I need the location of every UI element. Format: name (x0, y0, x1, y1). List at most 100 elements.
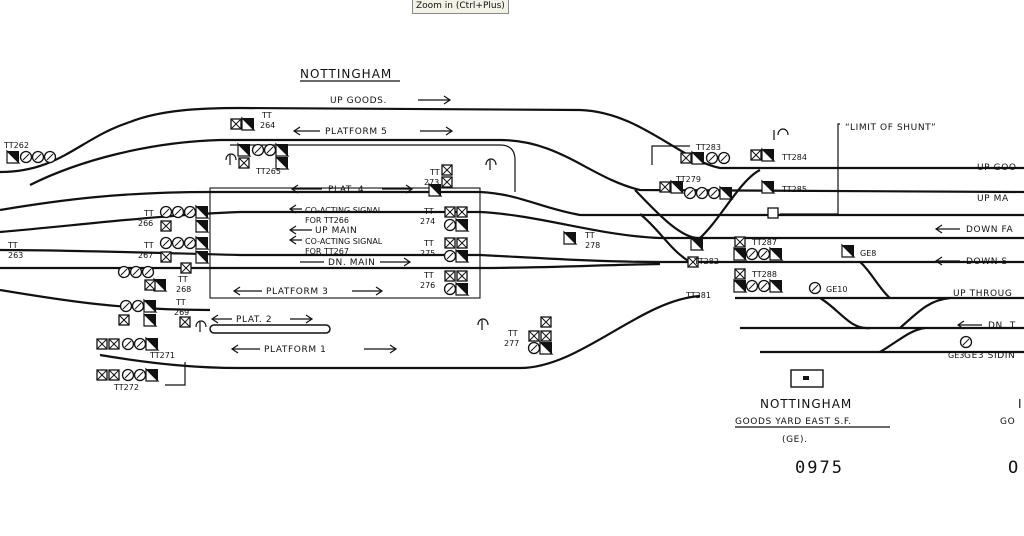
svg-text:TT281: TT281 (685, 291, 711, 300)
svg-text:TT285: TT285 (781, 185, 807, 194)
svg-text:TT: TT (143, 241, 154, 250)
track-platform-2 (0, 288, 211, 312)
signal-tt266: TT 266 (138, 205, 209, 233)
svg-text:TT283: TT283 (695, 143, 721, 152)
crossover-3 (699, 169, 761, 239)
svg-text:TT271: TT271 (149, 351, 175, 360)
label-up-goods: UP GOODS. (330, 96, 387, 106)
svg-text:TT: TT (261, 111, 272, 120)
signal-tt262: TT262 (3, 141, 57, 164)
signal-tt277: TT 277 (477, 316, 553, 355)
label-coacting-266-a: CO-ACTING SIGNAL (305, 206, 383, 215)
signal-tt268: TT 268 (117, 262, 192, 294)
crossover-2 (639, 213, 691, 263)
drawing-number: 0975 (795, 458, 844, 478)
signal-tt274: TT 274 (420, 206, 469, 232)
svg-text:263: 263 (8, 251, 23, 260)
signal-tt285: TT285 (761, 180, 807, 194)
svg-text:TT262: TT262 (3, 141, 29, 150)
svg-text:275: 275 (420, 249, 435, 258)
svg-text:TT284: TT284 (781, 153, 807, 162)
svg-text:276: 276 (420, 281, 435, 290)
svg-text:TT279: TT279 (675, 175, 701, 184)
svg-text:277: 277 (504, 339, 519, 348)
svg-text:TT: TT (143, 209, 154, 218)
label-right-up-through: UP THROUG (953, 289, 1012, 299)
svg-text:268: 268 (176, 285, 191, 294)
limit-of-shunt-board (767, 207, 779, 219)
arrow-plat-2 (210, 314, 314, 324)
signal-ge3: GE3 (948, 335, 973, 360)
svg-text:TT: TT (507, 329, 518, 338)
svg-text:274: 274 (420, 217, 435, 226)
signal-tt287: TT287 (733, 236, 783, 261)
label-coacting-267-a: CO-ACTING SIGNAL (305, 237, 383, 246)
label-platform-3: PLATFORM 3 (266, 287, 328, 297)
svg-text:TT: TT (7, 241, 18, 250)
arrow-coacting-266 (288, 204, 302, 214)
arrow-platform-3 (232, 286, 384, 296)
signal-tt264: TT 264 (230, 111, 275, 131)
legend-box-sub: GOODS YARD EAST S.F. (735, 417, 852, 427)
label-up-main: UP MAIN (315, 226, 357, 236)
signal-tt271: TT271 (96, 337, 175, 360)
track-platform-5 (29, 138, 1024, 194)
signal-box-icon-dot (803, 376, 809, 380)
svg-text:278: 278 (585, 241, 600, 250)
signal-tt279: TT279 (659, 175, 733, 200)
label-coacting-267-b: FOR TT267 (305, 247, 349, 256)
svg-text:TT: TT (429, 168, 440, 177)
label-right-down-fa: DOWN FA (966, 225, 1013, 235)
signal-tt276: TT 276 (420, 270, 469, 296)
crossover-5 (899, 296, 951, 329)
signal-tt281: TT281 (685, 291, 711, 300)
label-plat-4: PLAT. 4 (328, 185, 364, 195)
arrow-coacting-267 (288, 235, 302, 245)
signal-tt267: TT 267 (138, 236, 209, 264)
diagram-title: NOTTINGHAM (300, 67, 392, 81)
svg-text:264: 264 (260, 121, 275, 130)
arrow-platform-1 (230, 344, 398, 354)
svg-text:TT287: TT287 (751, 238, 777, 247)
arrow-dn-main (300, 257, 412, 267)
label-limit-of-shunt: “LIMIT OF SHUNT” (845, 123, 936, 133)
svg-text:269: 269 (174, 308, 189, 317)
track-up-goods (0, 106, 1024, 174)
signal-tt272: TT272 (96, 362, 186, 392)
arrow-right-down-fa (934, 224, 960, 234)
svg-text:TT288: TT288 (751, 270, 777, 279)
signal-tt284: TT284 (750, 128, 807, 162)
signal-tt263: TT 263 (7, 241, 23, 260)
track-dn-main (0, 248, 1024, 264)
label-right-up-goods: UP GOO (977, 163, 1017, 173)
crossover-6 (879, 326, 926, 353)
signal-tt282: TT282 (687, 237, 719, 268)
track-platform-1 (99, 294, 701, 370)
svg-text:TT: TT (584, 231, 595, 240)
signal-tt269: TT 269 (118, 298, 207, 332)
svg-text:GE3: GE3 (948, 351, 964, 360)
track-up-main (0, 210, 1024, 240)
arrow-right-dn-t (956, 320, 982, 330)
platform-block (209, 187, 481, 299)
zoom-in-tooltip: Zoom in (Ctrl+Plus) (412, 0, 509, 14)
signal-tt283: TT283 (651, 143, 731, 165)
svg-text:TT265: TT265 (255, 167, 281, 176)
legend-box-code: (GE). (782, 435, 808, 445)
svg-text:TT: TT (175, 298, 186, 307)
legend-box-name-right: I (1018, 397, 1023, 411)
svg-text:266: 266 (138, 219, 153, 228)
signal-tt265: TT265 (225, 143, 289, 176)
platform-5-outline (230, 144, 516, 192)
crossover-1 (634, 189, 701, 240)
signal-tt288: TT288 (733, 268, 783, 293)
arrow-up-goods (418, 95, 452, 105)
platform-2-bar (209, 324, 331, 334)
label-platform-5: PLATFORM 5 (325, 127, 387, 137)
svg-text:TT272: TT272 (113, 383, 139, 392)
svg-text:TT: TT (177, 275, 188, 284)
label-platform-1: PLATFORM 1 (264, 345, 326, 355)
signal-tt278: TT 278 (563, 231, 600, 250)
label-right-down-s: DOWN S (966, 257, 1008, 267)
